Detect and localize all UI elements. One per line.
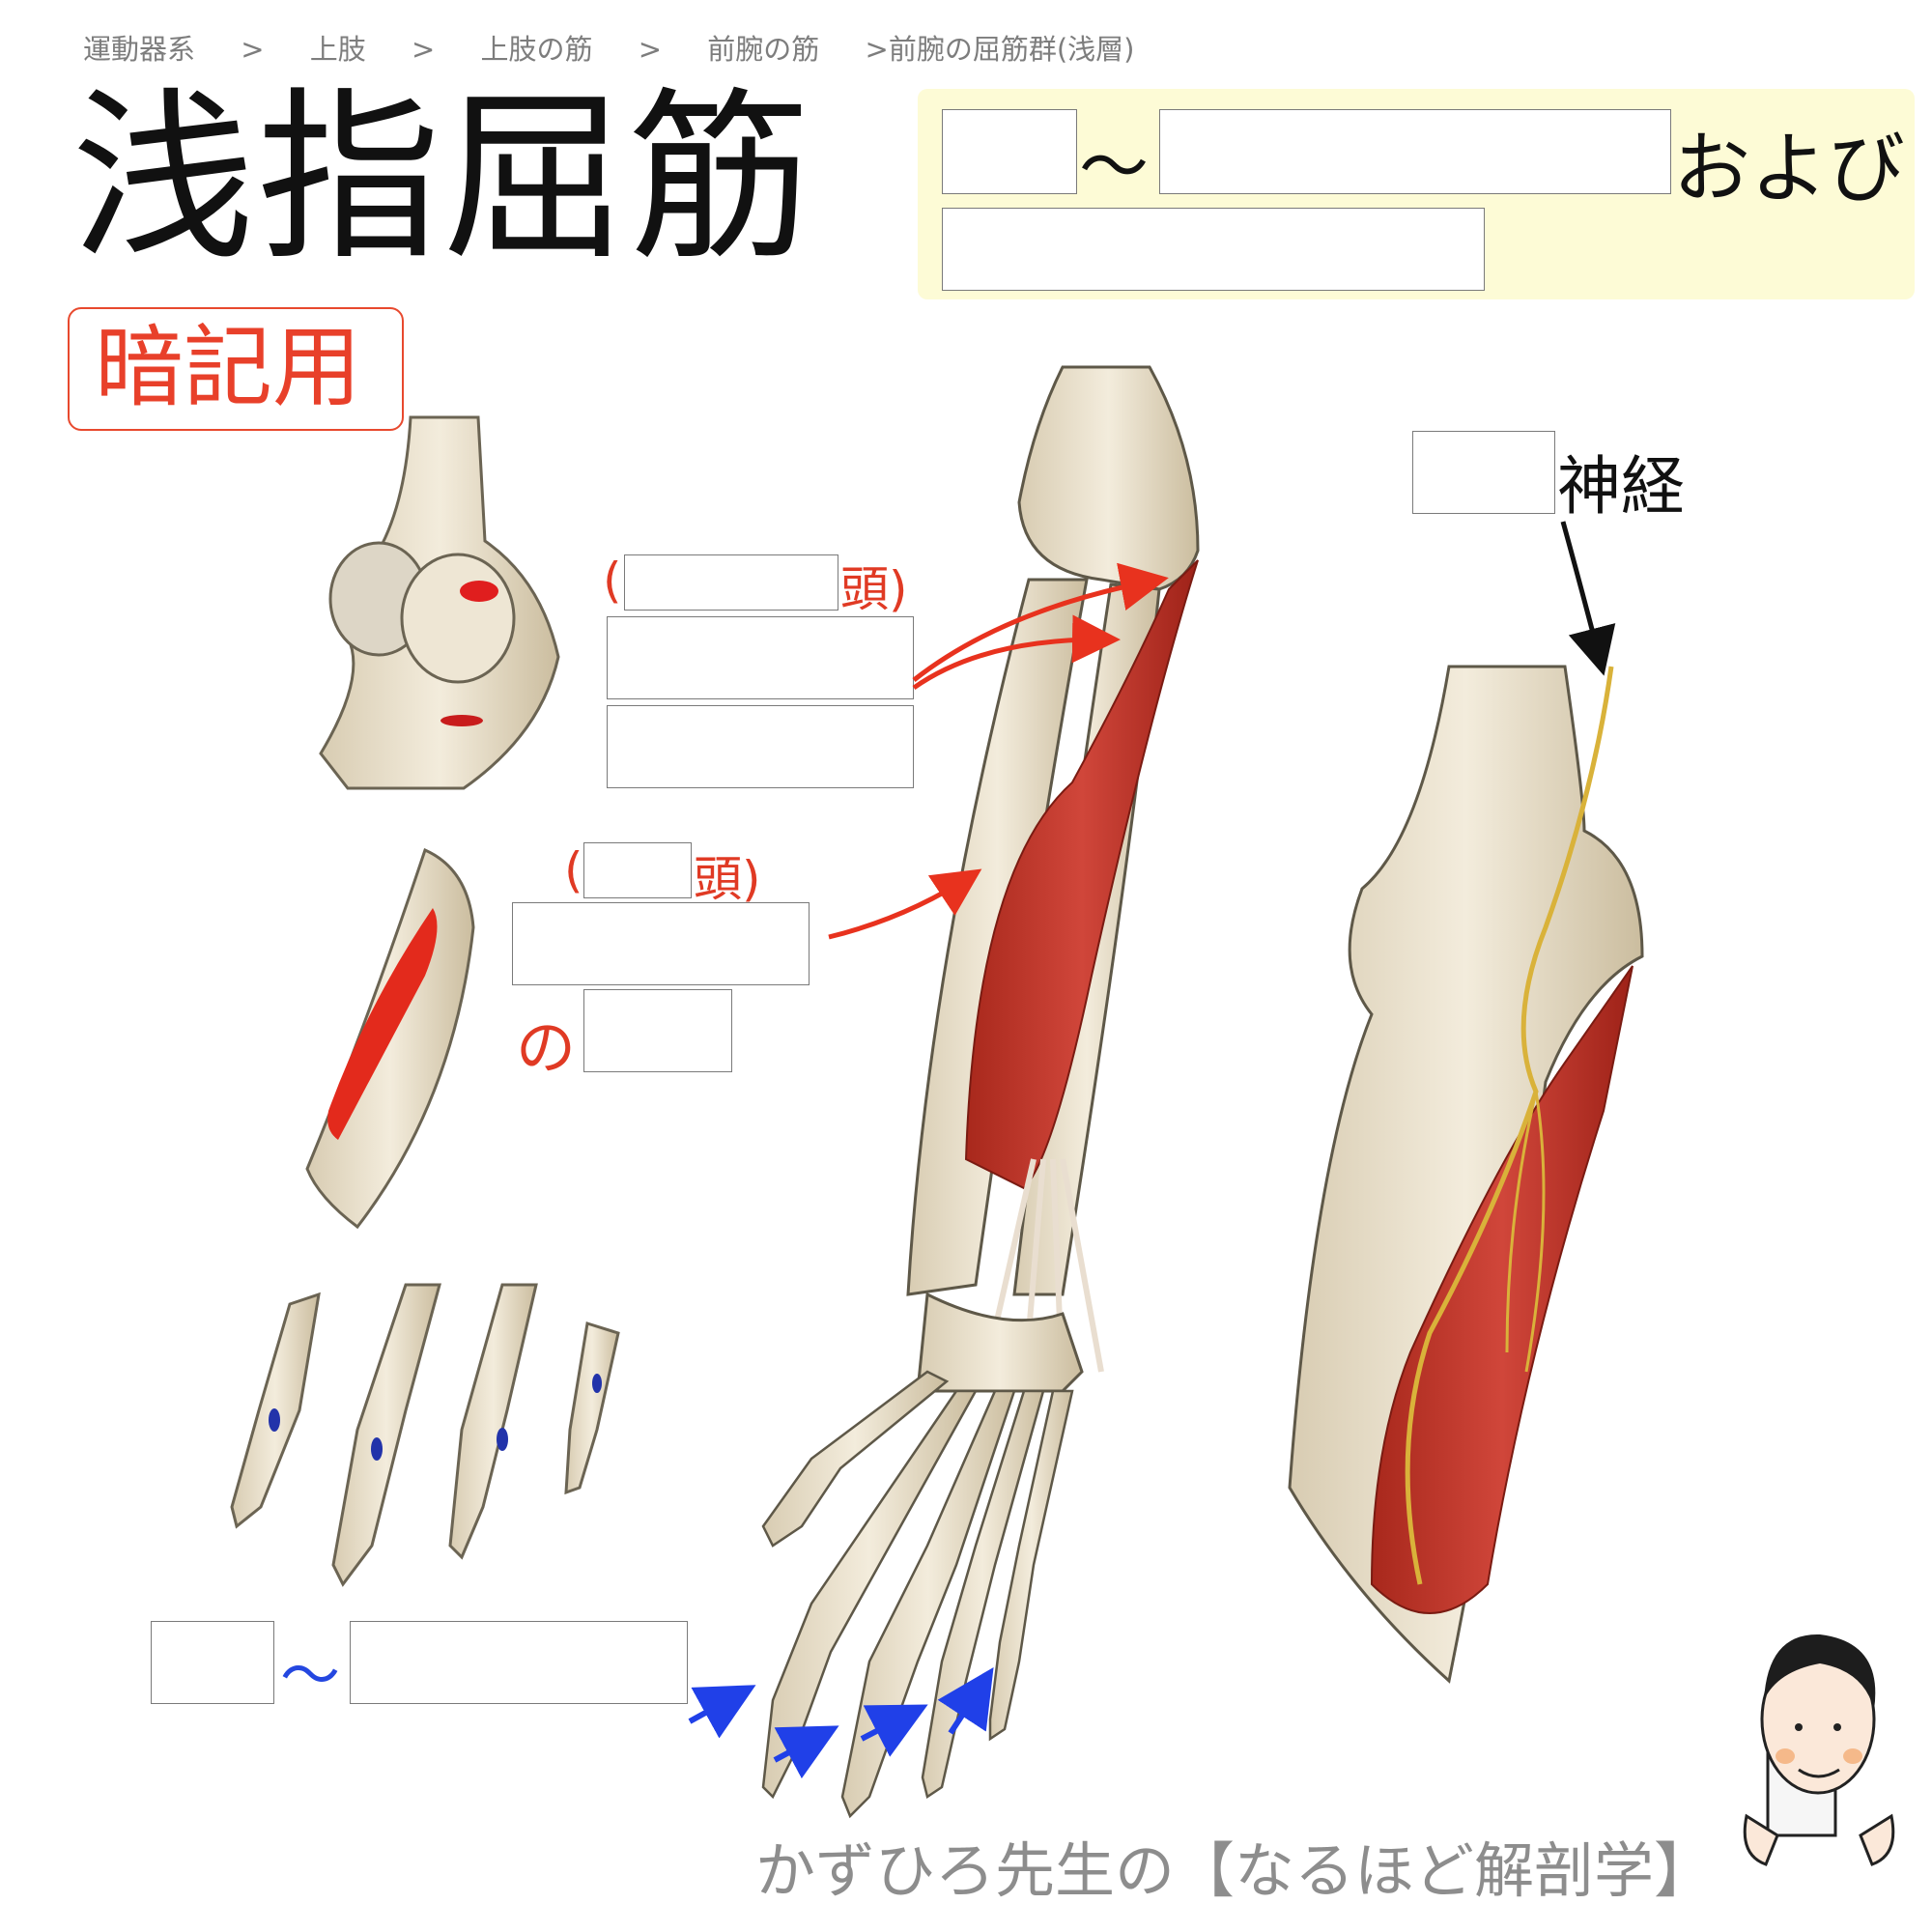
breadcrumb-item[interactable]: 上肢の筋 bbox=[480, 33, 593, 66]
radial-head-paren: ( bbox=[564, 842, 583, 898]
finger-arrow bbox=[937, 1666, 994, 1735]
finger-arrow bbox=[773, 1725, 839, 1779]
insertion-blank-second[interactable] bbox=[942, 208, 1485, 291]
teacher-mascot bbox=[1743, 1634, 1895, 1866]
humeral-head-blank[interactable] bbox=[624, 554, 838, 611]
footer-credit: かずひろ先生の【なるほど解剖学】 bbox=[755, 1835, 1715, 1906]
breadcrumb-item[interactable]: 運動器系 bbox=[83, 33, 196, 66]
breadcrumb: 運動器系 > 上肢 > 上肢の筋 > 前腕の筋 >前腕の屈筋群(浅層) bbox=[83, 27, 1171, 68]
phalanx-tilde: 〜 bbox=[280, 1640, 341, 1711]
radial-origin-blank[interactable] bbox=[512, 902, 810, 985]
insertion-blank-end[interactable] bbox=[1159, 109, 1671, 194]
page-title: 浅指屈筋 bbox=[71, 71, 814, 285]
breadcrumb-separator: > bbox=[638, 33, 663, 66]
finger-arrow bbox=[688, 1685, 756, 1739]
radius-detail bbox=[305, 847, 475, 1230]
breadcrumb-separator: > bbox=[412, 33, 436, 66]
memo-badge bbox=[68, 307, 404, 431]
memo-badge-label: 暗記用 bbox=[95, 316, 362, 419]
elbow-detail bbox=[319, 415, 560, 790]
phalanx-blank-start[interactable] bbox=[151, 1621, 274, 1704]
humeral-origin-blank-2[interactable] bbox=[607, 705, 914, 788]
arrow-to-radius bbox=[828, 868, 982, 940]
nerve-suffix: 神経 bbox=[1557, 449, 1685, 524]
radial-head-suffix: 頭) bbox=[694, 851, 761, 907]
arrow-to-coronoid bbox=[912, 614, 1121, 691]
insertion-blank-start[interactable] bbox=[942, 109, 1077, 194]
phalanx-blank-end[interactable] bbox=[350, 1621, 688, 1704]
insertion-tilde: 〜 bbox=[1079, 127, 1150, 208]
breadcrumb-item[interactable]: 上肢 bbox=[309, 33, 366, 66]
finger-arrow bbox=[860, 1704, 928, 1757]
radial-head-blank[interactable] bbox=[583, 842, 692, 898]
nerve-blank[interactable] bbox=[1412, 431, 1555, 514]
arrow-to-median-nerve bbox=[1560, 521, 1616, 676]
humeral-origin-blank-1[interactable] bbox=[607, 616, 914, 699]
finger-detail bbox=[230, 1283, 620, 1587]
radial-origin-no: の bbox=[516, 1012, 577, 1083]
medial-epicondyle-marker bbox=[460, 581, 498, 602]
insertion-and: および bbox=[1673, 124, 1905, 213]
arrow-to-medial-epicondyle bbox=[912, 562, 1169, 682]
nerve-detail bbox=[1288, 665, 1644, 1684]
breadcrumb-current: >前腕の屈筋群(浅層) bbox=[865, 33, 1135, 66]
humeral-head-suffix: 頭) bbox=[840, 561, 908, 617]
radial-origin-blank-2[interactable] bbox=[583, 989, 732, 1072]
coronoid-marker bbox=[440, 715, 483, 726]
breadcrumb-item[interactable]: 前腕の筋 bbox=[707, 33, 820, 66]
breadcrumb-separator: > bbox=[241, 33, 265, 66]
humeral-head-paren: ( bbox=[603, 553, 622, 609]
